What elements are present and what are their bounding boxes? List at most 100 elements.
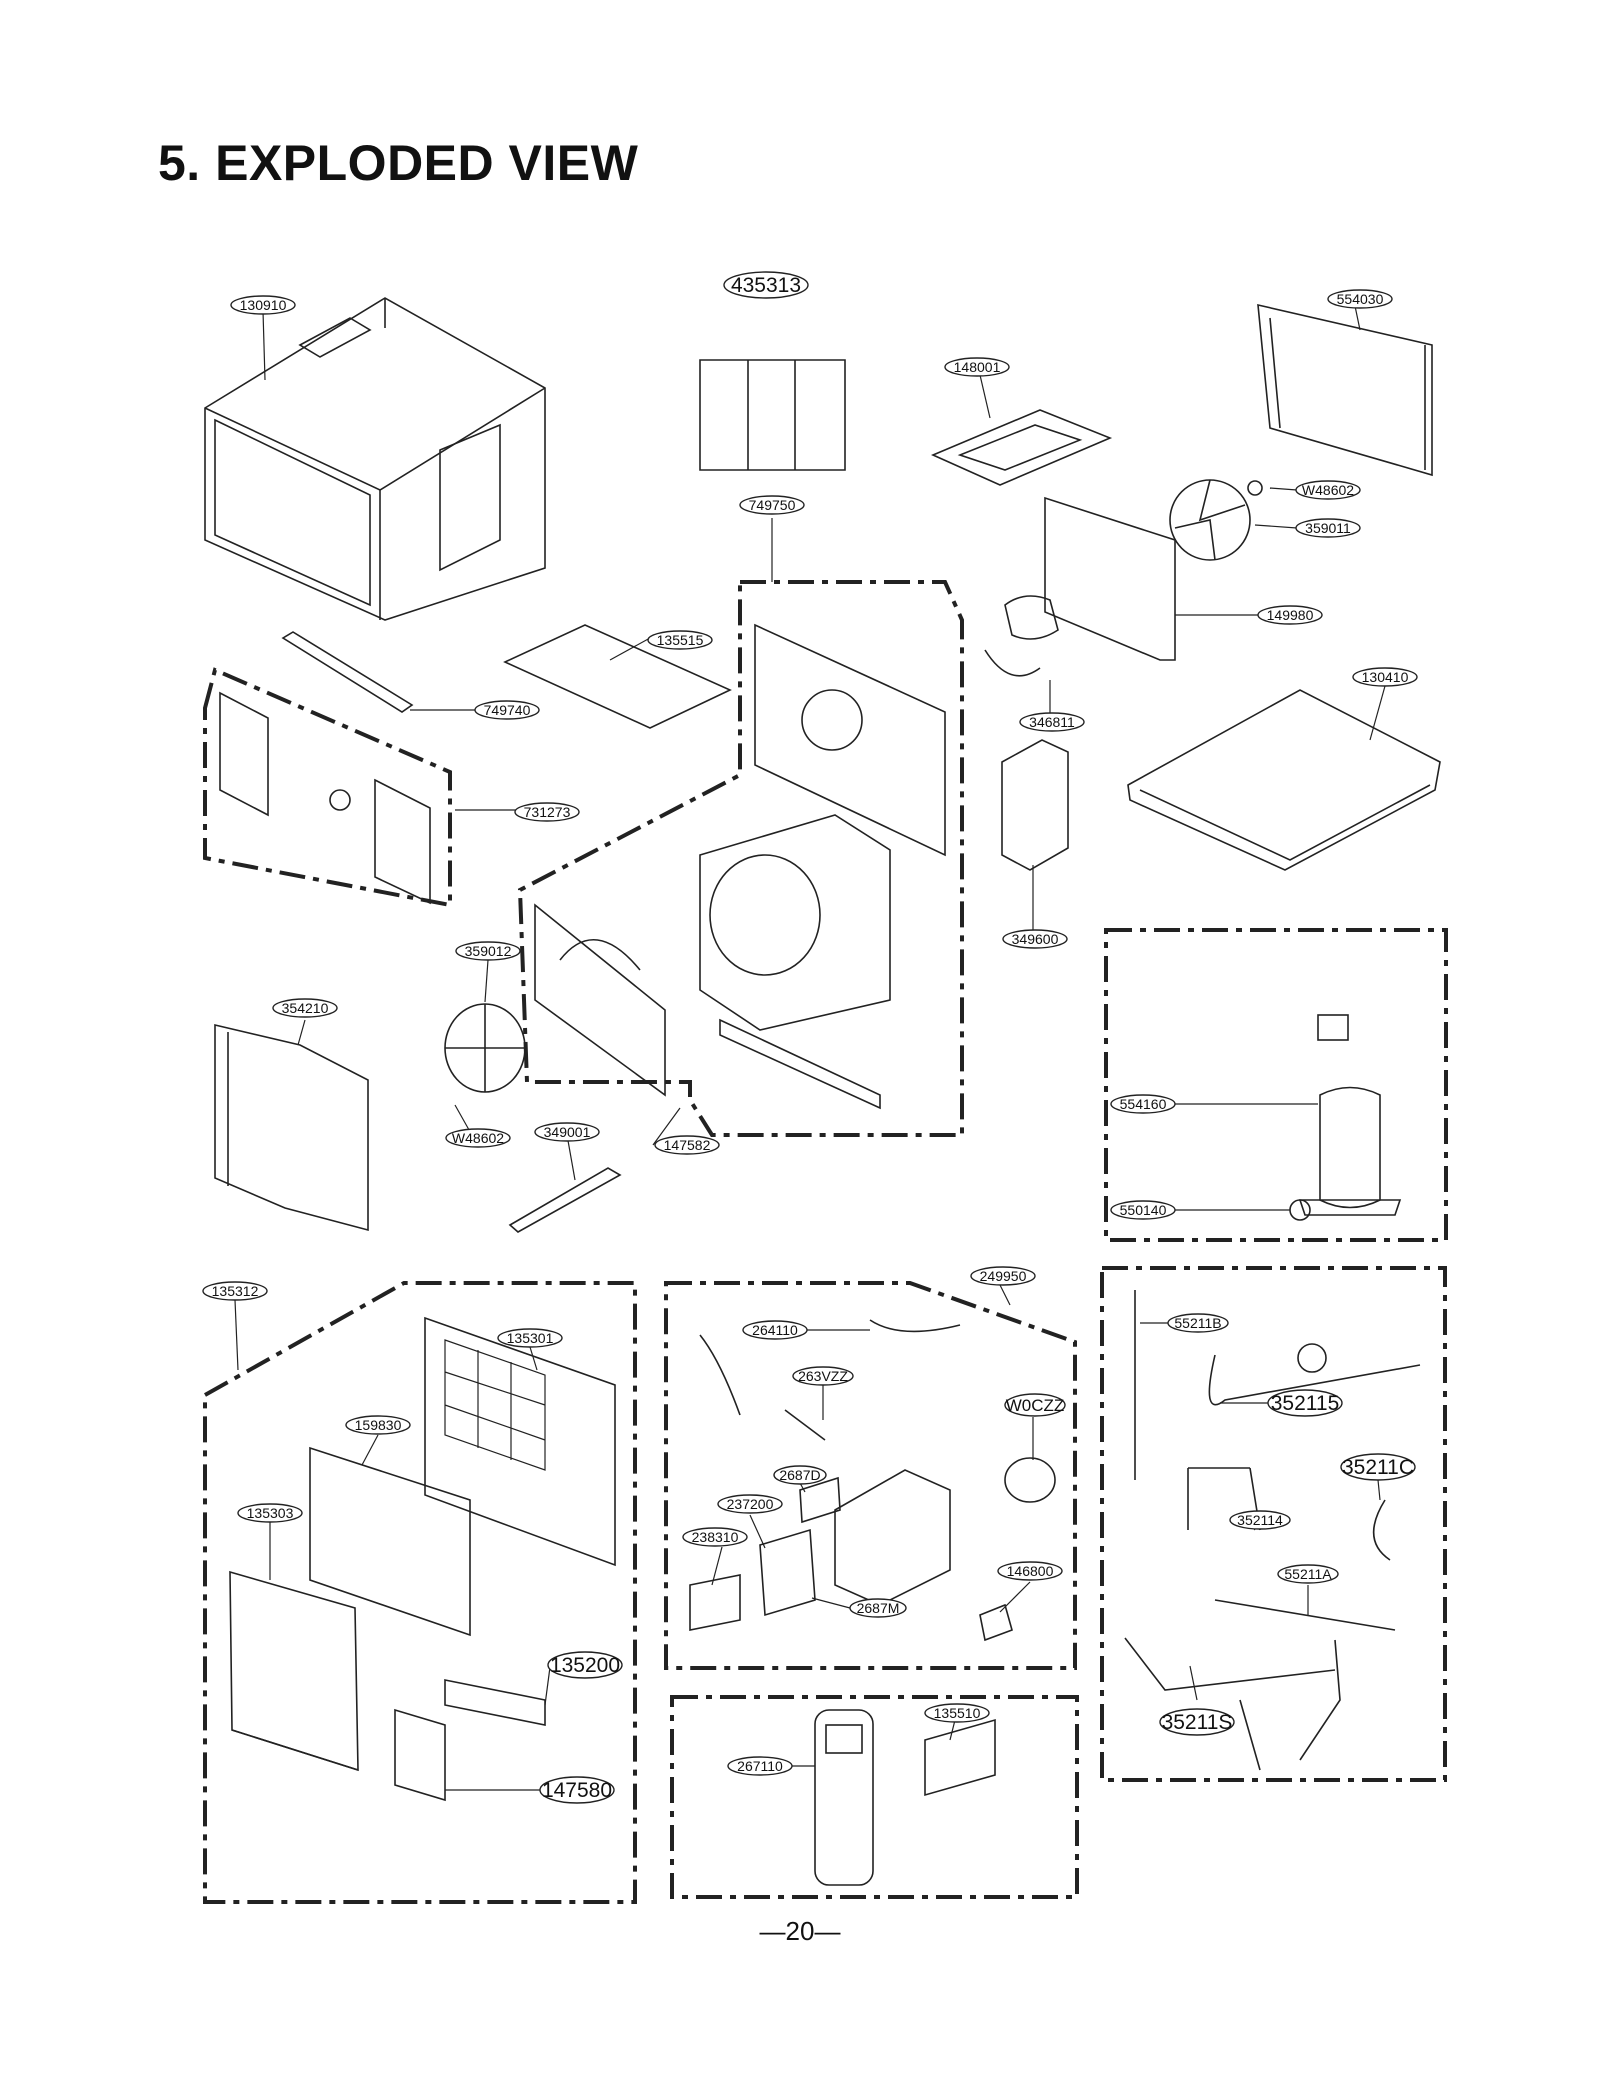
part-label-w48602-bottom: W48602 [445,1128,511,1148]
part-label-264110: 264110 [742,1320,808,1340]
part-label-130410: 130410 [1352,667,1418,687]
part-number: 749750 [749,497,796,513]
part-label-w48602-top: W48602 [1295,480,1361,500]
part-labels: 130910 435313 554030 148001 W48602 35901… [202,271,1418,1804]
part-number: 35211C [1342,1456,1414,1479]
part-label-349600: 349600 [1002,929,1068,949]
part-number: 55211A [1284,1566,1332,1582]
part-label-238310: 238310 [682,1527,748,1547]
part-number: W0CZZ [1006,1396,1065,1415]
part-number: 135515 [657,632,704,648]
part-number: 148001 [954,359,1001,375]
part-label-249950: 249950 [970,1266,1036,1286]
part-label-135301: 135301 [497,1328,563,1348]
frame-refrigerant-tubes [1100,1266,1447,1782]
relay-2687D [799,1476,841,1524]
part-label-554030: 554030 [1327,289,1393,309]
part-label-135200: 135200 [547,1651,623,1679]
part-number: 135303 [247,1505,294,1521]
part-label-55211B: 55211B [1167,1313,1229,1333]
group-frames [203,580,1448,1904]
part-number: 349600 [1012,931,1059,947]
control-cover-135515 [503,624,732,729]
part-number: 249950 [980,1268,1027,1284]
thermistor-349001 [508,1167,622,1233]
part-label-349001: 349001 [534,1122,600,1142]
part-number: 147580 [542,1779,612,1802]
part-label-148001: 148001 [944,357,1010,377]
tube-55211A [1214,1599,1396,1631]
part-number: 238310 [692,1529,739,1545]
bracket-435313 [699,359,846,471]
frame-front-panel [203,1281,637,1904]
part-label-135303: 135303 [237,1503,303,1523]
part-number: 554160 [1120,1096,1167,1112]
part-number: 263VZZ [798,1368,848,1384]
motor-mount-349600 [1001,739,1069,871]
part-label-135515: 135515 [647,630,713,650]
angle-749740 [281,631,414,713]
part-number: 135200 [550,1654,620,1677]
part-label-749750: 749750 [739,495,805,515]
leader-lines [234,305,1386,1791]
part-number: 2687D [779,1467,820,1483]
tube-35211S [1124,1637,1341,1771]
part-number: 352115 [1271,1392,1340,1415]
part-label-W0CZZ: W0CZZ [1004,1393,1066,1417]
part-number: 237200 [727,1496,774,1512]
tube-352115 [1208,1354,1421,1406]
part-label-554160: 554160 [1110,1094,1176,1114]
part-number: 352114 [1237,1512,1283,1528]
front-panel-135301 [424,1316,616,1567]
part-label-352115: 352115 [1267,1389,1343,1417]
brace-148001 [930,409,1113,486]
part-label-267110: 267110 [727,1756,793,1776]
filter-grid [444,1339,546,1471]
filter-159830 [309,1446,471,1637]
part-label-2687M: 2687M [849,1598,907,1618]
part-number: 264110 [752,1322,798,1338]
main-pcb-237200 [759,1528,816,1617]
grille-135303 [229,1570,359,1772]
louver-147580 [394,1708,446,1802]
part-number: W48602 [452,1130,504,1146]
part-label-35211S: 35211S [1159,1708,1235,1736]
cabinet-130910 [204,297,546,621]
part-number: 554030 [1337,291,1384,307]
part-number: 731273 [524,804,571,820]
shroud-149980 [1044,496,1176,661]
page-number: —20— [759,1916,841,1946]
part-label-147582: 147582 [654,1135,720,1155]
part-number: 55211B [1174,1315,1221,1331]
part-label-146800: 146800 [997,1561,1063,1581]
frame-electrical [664,1281,1077,1670]
part-number: 135301 [507,1330,554,1346]
base-pan-130410 [1127,689,1441,871]
part-number: 146800 [1007,1563,1054,1579]
wire-263VZZ [784,1409,826,1441]
part-label-731273: 731273 [514,802,580,822]
part-label-359011: 359011 [1295,518,1361,538]
part-number: 135510 [934,1705,981,1721]
part-label-135510: 135510 [924,1703,990,1723]
switch-146800 [979,1603,1013,1642]
control-box-2687M [834,1469,951,1606]
part-label-237200: 237200 [717,1494,783,1514]
page-title: 5. EXPLODED VIEW [158,135,639,191]
part-number: 130910 [240,297,287,313]
part-number: 435313 [731,274,801,297]
part-label-263VZZ: 263VZZ [792,1366,854,1386]
part-label-159830: 159830 [345,1415,411,1435]
frame-air-guide-assembly [517,580,964,1137]
capacitor-W0CZZ [1004,1457,1056,1503]
part-number: 354210 [282,1000,329,1016]
grommet-550140 [1289,1199,1311,1221]
part-number: 359011 [1305,520,1351,536]
evaporator-354210 [214,1023,369,1232]
door-135200 [444,1679,546,1726]
part-number: 550140 [1120,1202,1167,1218]
part-label-55211A: 55211A [1277,1564,1339,1584]
part-label-352114: 352114 [1229,1510,1291,1530]
part-label-749740: 749740 [474,700,540,720]
